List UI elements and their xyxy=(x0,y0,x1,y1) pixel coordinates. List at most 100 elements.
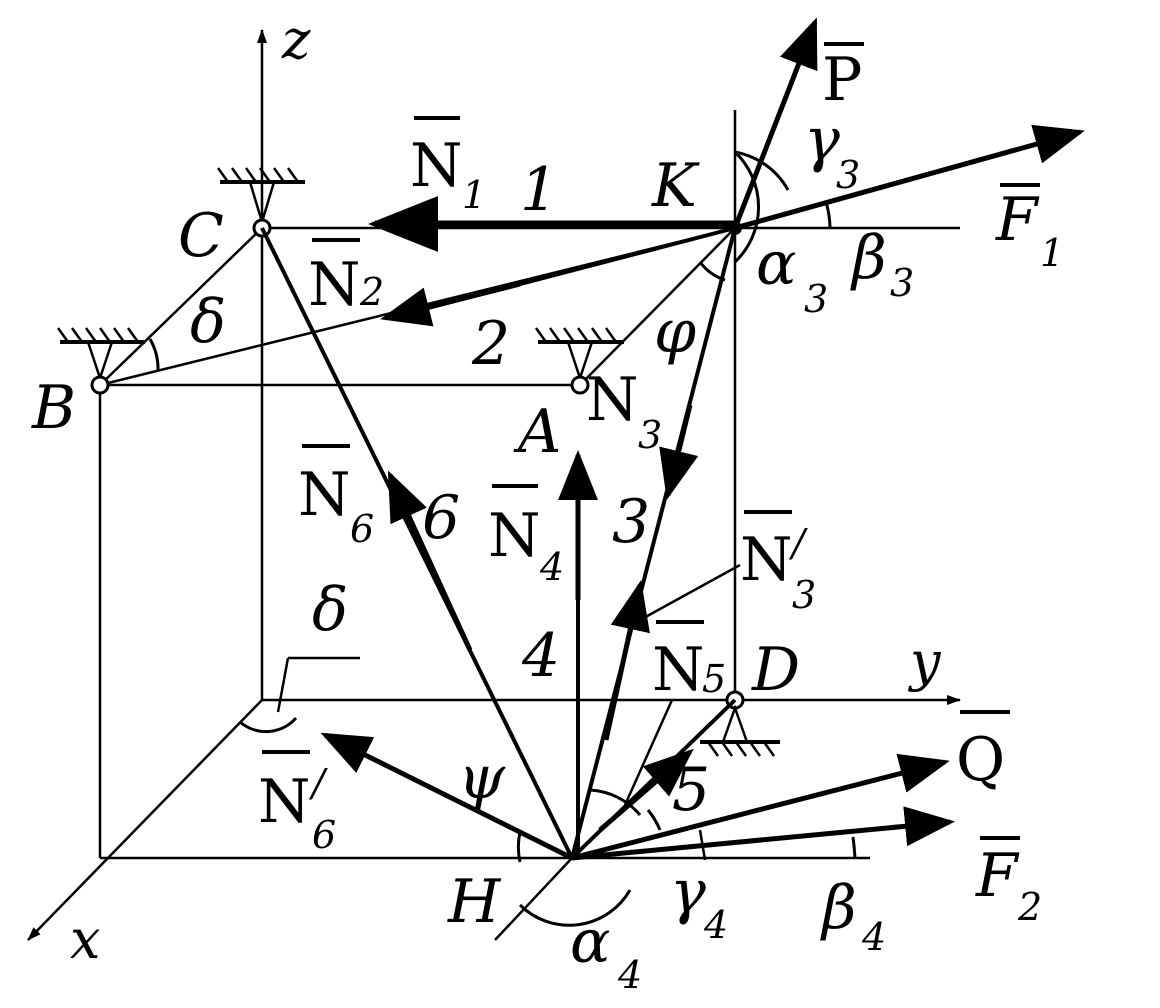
angle-arcs xyxy=(148,150,857,927)
svg-text:1: 1 xyxy=(462,173,486,217)
svg-text:5: 5 xyxy=(702,657,726,701)
arc-delta-top xyxy=(148,338,160,372)
svg-text:4: 4 xyxy=(703,903,728,947)
leader-lines xyxy=(276,563,741,861)
point-labels: C B A K D H xyxy=(31,151,800,937)
rod-number-5: 5 xyxy=(672,755,710,825)
rod-numbers: 1 2 3 4 5 6 xyxy=(422,155,710,825)
label-psi: ψ xyxy=(458,743,506,813)
arc-psi xyxy=(516,831,522,863)
rod-5 xyxy=(570,698,737,860)
svg-text:N: N xyxy=(488,501,541,571)
point-label-c: C xyxy=(178,201,224,271)
force-n5-arrow xyxy=(598,748,694,832)
point-label-k: K xyxy=(651,151,700,221)
label-delta-top: δ xyxy=(190,287,226,357)
force-q-arrow xyxy=(571,753,950,861)
label-beta4: β 4 xyxy=(820,873,886,959)
arc-beta3 xyxy=(824,201,832,229)
force-vectors xyxy=(320,17,1085,861)
svg-text:F: F xyxy=(975,841,1020,911)
svg-text:N: N xyxy=(652,635,705,705)
svg-text:F: F xyxy=(995,185,1040,255)
force-n6-prime-arrow xyxy=(320,732,574,861)
svg-text:2: 2 xyxy=(359,270,384,314)
label-n6-prime: N / 6 xyxy=(258,750,336,857)
svg-text:Q: Q xyxy=(956,725,1005,795)
point-label-a: A xyxy=(513,397,561,467)
svg-text:β: β xyxy=(820,873,857,943)
supports xyxy=(56,167,780,757)
label-n3: N 3 xyxy=(586,365,662,457)
svg-text:β: β xyxy=(850,223,887,293)
label-n3-prime: N / 3 xyxy=(740,510,816,617)
svg-text:N: N xyxy=(410,131,463,201)
force-n6-arrow xyxy=(387,470,473,652)
svg-text:3: 3 xyxy=(890,261,914,305)
arc-alpha3 xyxy=(733,150,760,264)
label-n2: N 2 xyxy=(308,238,384,320)
force-n2-arrow xyxy=(380,281,521,327)
coordinate-axes: z y x xyxy=(27,8,961,971)
label-n5: N 5 xyxy=(652,620,726,705)
force-labels: P F 1 N 1 N 2 N 3 N / 3 xyxy=(258,42,1064,929)
arc-gamma3 xyxy=(734,150,790,191)
svg-text:P: P xyxy=(822,45,862,115)
label-n6: N 6 xyxy=(298,444,374,551)
force-n3-prime-arrow xyxy=(603,580,650,741)
label-f1: F 1 xyxy=(995,183,1064,275)
svg-text:3: 3 xyxy=(804,277,828,321)
point-label-d: D xyxy=(751,635,800,705)
svg-text:N: N xyxy=(298,460,351,530)
svg-text:N: N xyxy=(586,365,639,435)
x-axis-label: x xyxy=(70,908,100,971)
svg-text:γ: γ xyxy=(670,857,706,927)
rod-number-3: 3 xyxy=(612,487,650,557)
support-b xyxy=(56,327,145,395)
svg-text:α: α xyxy=(756,229,797,299)
label-alpha4: α 4 xyxy=(570,907,642,997)
label-n1: N 1 xyxy=(410,116,486,217)
point-label-b: B xyxy=(31,373,76,443)
angle-labels: γ 3 β 3 α 3 φ δ δ ψ α 4 γ 4 β 4 xyxy=(190,105,914,997)
svg-text:4: 4 xyxy=(861,915,886,959)
svg-text:4: 4 xyxy=(539,545,564,589)
rod-number-6: 6 xyxy=(422,483,460,553)
rod-6 xyxy=(260,227,574,859)
svg-text:/: / xyxy=(788,521,808,565)
label-alpha3: α 3 xyxy=(756,229,828,321)
arc-beta4 xyxy=(851,836,857,859)
rod-number-2: 2 xyxy=(471,309,510,379)
svg-text:6: 6 xyxy=(312,813,336,857)
label-q: Q xyxy=(956,710,1010,795)
rod-number-4: 4 xyxy=(521,621,560,691)
label-f2: F 2 xyxy=(975,836,1042,929)
label-phi: φ xyxy=(654,297,696,367)
force-n3-arrow xyxy=(659,404,699,500)
force-f1-arrow xyxy=(734,124,1085,231)
svg-text:4: 4 xyxy=(617,953,642,997)
svg-text:3: 3 xyxy=(792,573,816,617)
support-c xyxy=(216,167,305,238)
label-beta3: β 3 xyxy=(850,223,914,305)
svg-text:/: / xyxy=(308,761,328,805)
svg-text:1: 1 xyxy=(1040,231,1064,275)
arc-n5-angle xyxy=(589,788,642,816)
svg-text:N: N xyxy=(258,767,311,837)
z-axis-label: z xyxy=(281,8,311,71)
arc-alpha4 xyxy=(518,889,632,927)
svg-text:3: 3 xyxy=(638,413,662,457)
svg-text:γ: γ xyxy=(804,105,840,175)
label-n4: N 4 xyxy=(488,484,564,589)
x-axis xyxy=(27,699,263,941)
force-f2-arrow xyxy=(571,806,955,861)
svg-text:N: N xyxy=(308,250,361,320)
arc-gamma4 xyxy=(646,809,662,831)
svg-text:2: 2 xyxy=(1017,885,1042,929)
svg-text:6: 6 xyxy=(350,507,374,551)
label-gamma4: γ 4 xyxy=(670,857,728,947)
label-delta-bottom: δ xyxy=(312,575,348,645)
label-gamma3: γ 3 xyxy=(804,105,860,197)
point-label-h: H xyxy=(447,867,502,937)
